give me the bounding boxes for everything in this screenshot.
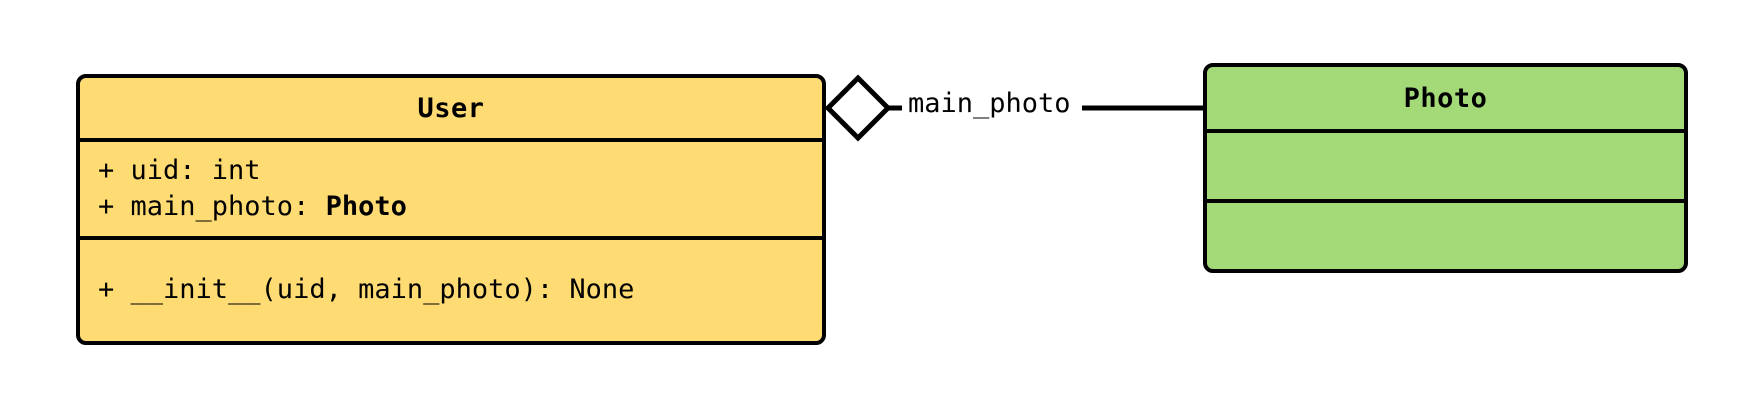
uml-class-photo[interactable]: Photo — [1203, 63, 1688, 273]
attribute-row: + main_photo: Photo — [98, 189, 804, 225]
class-name-user: User — [417, 92, 485, 124]
attribute-text: + main_photo: — [98, 191, 326, 222]
attribute-type-ref: Photo — [325, 191, 407, 222]
class-methods-photo — [1207, 199, 1684, 269]
uml-class-user[interactable]: User + uid: int + main_photo: Photo + __… — [76, 74, 826, 345]
method-text: + __init__(uid, main_photo): None — [98, 274, 635, 306]
method-row: + __init__(uid, main_photo): None — [98, 272, 804, 308]
association-label: main_photo — [902, 88, 1077, 121]
aggregation-diamond-icon — [824, 74, 892, 142]
class-attributes-photo — [1207, 129, 1684, 199]
class-name-photo: Photo — [1403, 82, 1488, 114]
class-title-photo: Photo — [1207, 67, 1684, 129]
class-attributes-user: + uid: int + main_photo: Photo — [80, 138, 822, 236]
attribute-text: + uid: int — [98, 154, 261, 186]
class-methods-user: + __init__(uid, main_photo): None — [80, 236, 822, 341]
class-title-user: User — [80, 78, 822, 138]
attribute-row: + uid: int — [98, 153, 804, 189]
